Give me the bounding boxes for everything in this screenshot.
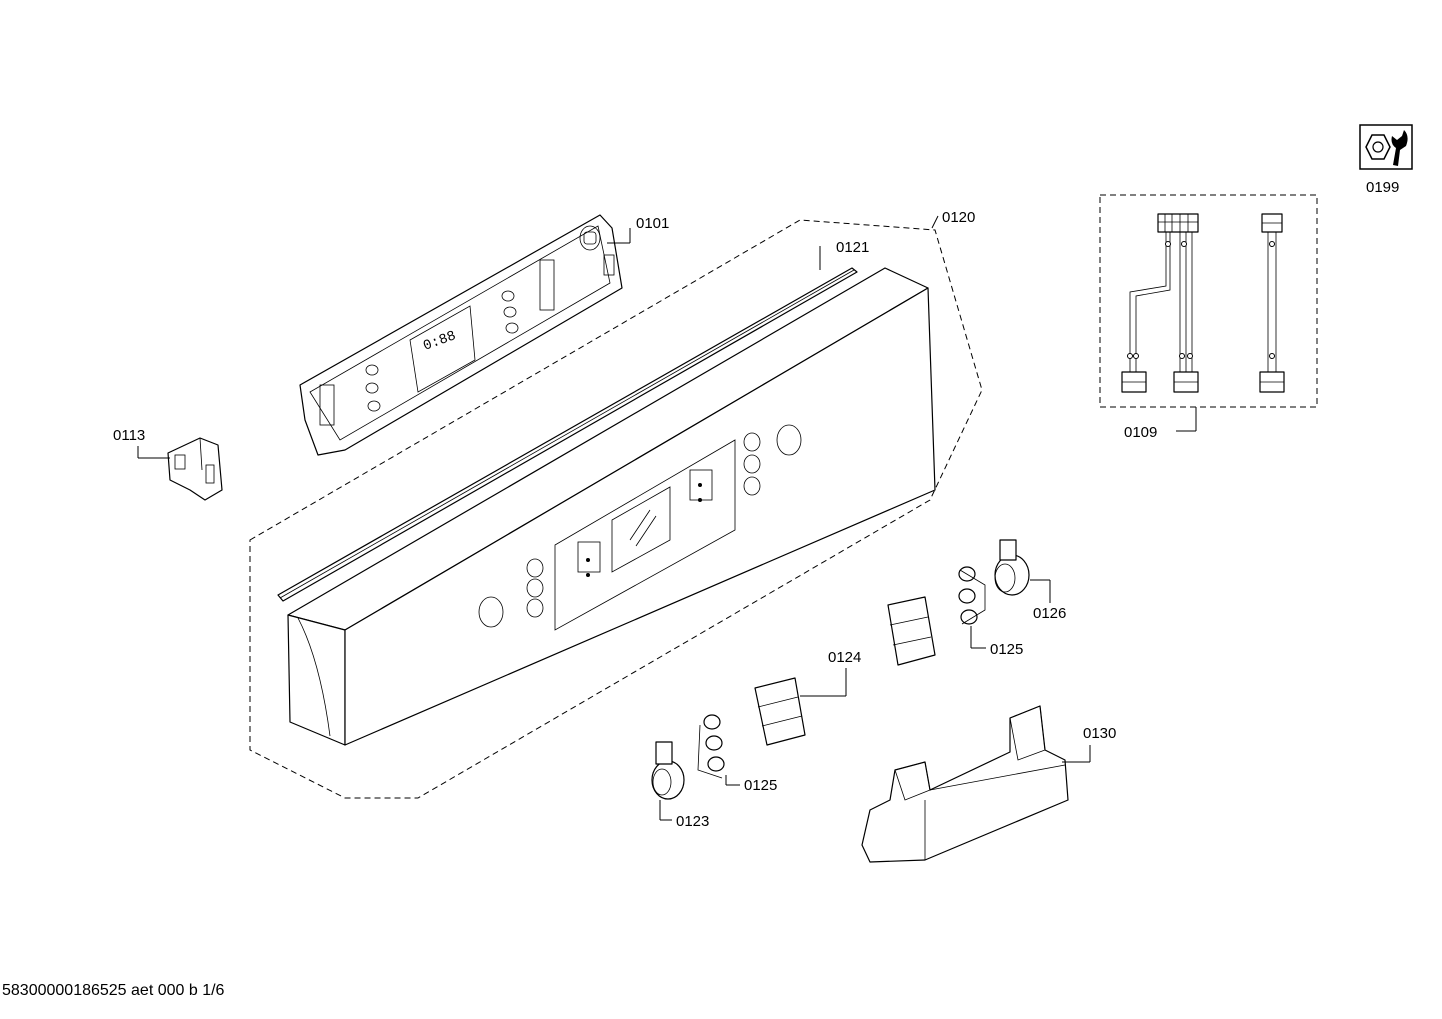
label-0126: 0126	[1033, 605, 1066, 622]
electronic-module: 0:88	[299, 214, 623, 456]
assembly-outline	[249, 219, 983, 799]
switch-block-right	[887, 596, 936, 666]
label-0101: 0101	[636, 215, 669, 232]
label-0113: 0113	[113, 427, 145, 444]
label-0130: 0130	[1083, 725, 1116, 742]
label-0123: 0123	[676, 813, 709, 830]
label-0125-left: 0125	[744, 777, 777, 794]
tool-kit-icon	[1359, 124, 1413, 170]
push-buttons-left	[697, 714, 725, 779]
seal-strip	[277, 267, 858, 602]
mounting-bracket	[861, 705, 1069, 863]
clip-part	[167, 437, 223, 501]
label-0125-right: 0125	[990, 641, 1023, 658]
wiring-harness	[1099, 194, 1318, 408]
label-0121: 0121	[836, 239, 869, 256]
switch-block-left	[754, 677, 806, 746]
label-0199: 0199	[1366, 179, 1399, 196]
push-buttons-right	[958, 566, 986, 625]
label-0124: 0124	[828, 649, 861, 666]
control-panel-fascia	[287, 267, 936, 746]
document-reference: 58300000186525 aet 000 b 1/6	[2, 982, 225, 999]
knob-left	[651, 741, 685, 800]
knob-right	[994, 539, 1030, 596]
label-0109: 0109	[1124, 424, 1157, 441]
label-0120: 0120	[942, 209, 975, 226]
